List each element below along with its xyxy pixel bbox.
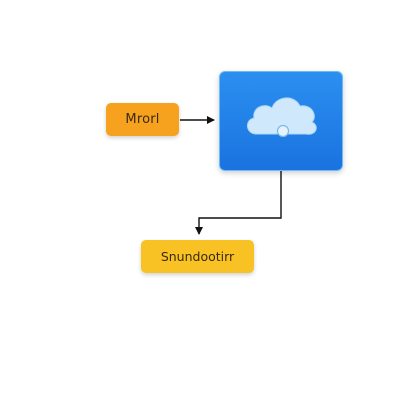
source-node-label: Mrorl [125, 112, 160, 127]
target-node-label: Snundootirr [160, 249, 235, 264]
target-node[interactable]: Snundootirr [141, 240, 254, 273]
source-node[interactable]: Mrorl [106, 103, 179, 136]
cloud-node[interactable] [219, 71, 343, 171]
edge-cloud-to-target [195, 169, 282, 235]
cloud-icon [247, 97, 317, 138]
